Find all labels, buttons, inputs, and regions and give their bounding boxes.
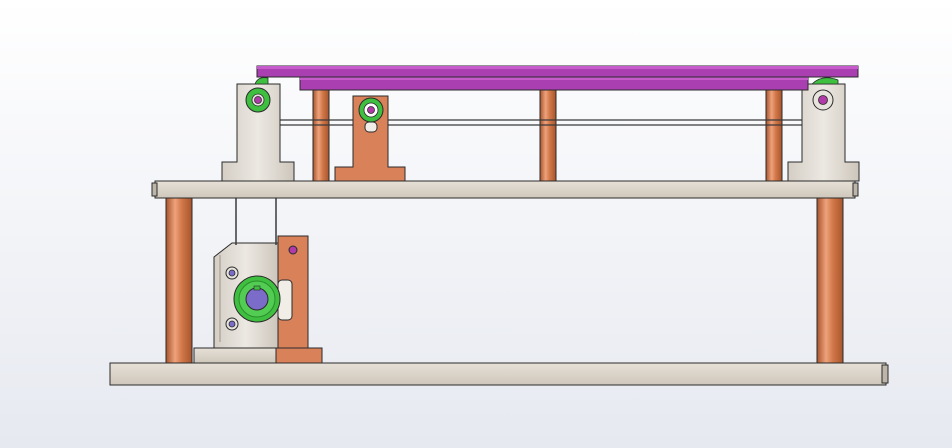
middle-plate-left-end [151,182,158,197]
top-rail-lower-highlight [300,76,808,80]
middle-plate [154,180,856,199]
support-bracket-right [787,83,860,182]
lower-column-right [816,197,844,364]
motor-screw-top [225,266,239,280]
upper-column-2 [539,89,557,182]
rail-cap-left [254,77,269,85]
center-carriage [334,95,406,182]
upper-column-1 [312,89,330,182]
base-plate-end [881,364,889,384]
slider-pin [288,245,298,255]
slider-foot [275,347,323,364]
motor-screw-bottom [225,317,239,331]
top-rail-upper-highlight [257,66,858,69]
cam-wheel [233,275,281,323]
lower-column-left [165,197,193,364]
base-plate [109,362,887,386]
upper-column-3 [765,89,783,182]
carriage-roller [358,97,384,123]
support-bracket-left [221,83,295,182]
rail-cap-right [811,77,839,85]
roller-left [245,87,271,113]
middle-plate-right-end [852,182,859,197]
carriage-slot [364,121,378,133]
roller-right [812,89,834,111]
